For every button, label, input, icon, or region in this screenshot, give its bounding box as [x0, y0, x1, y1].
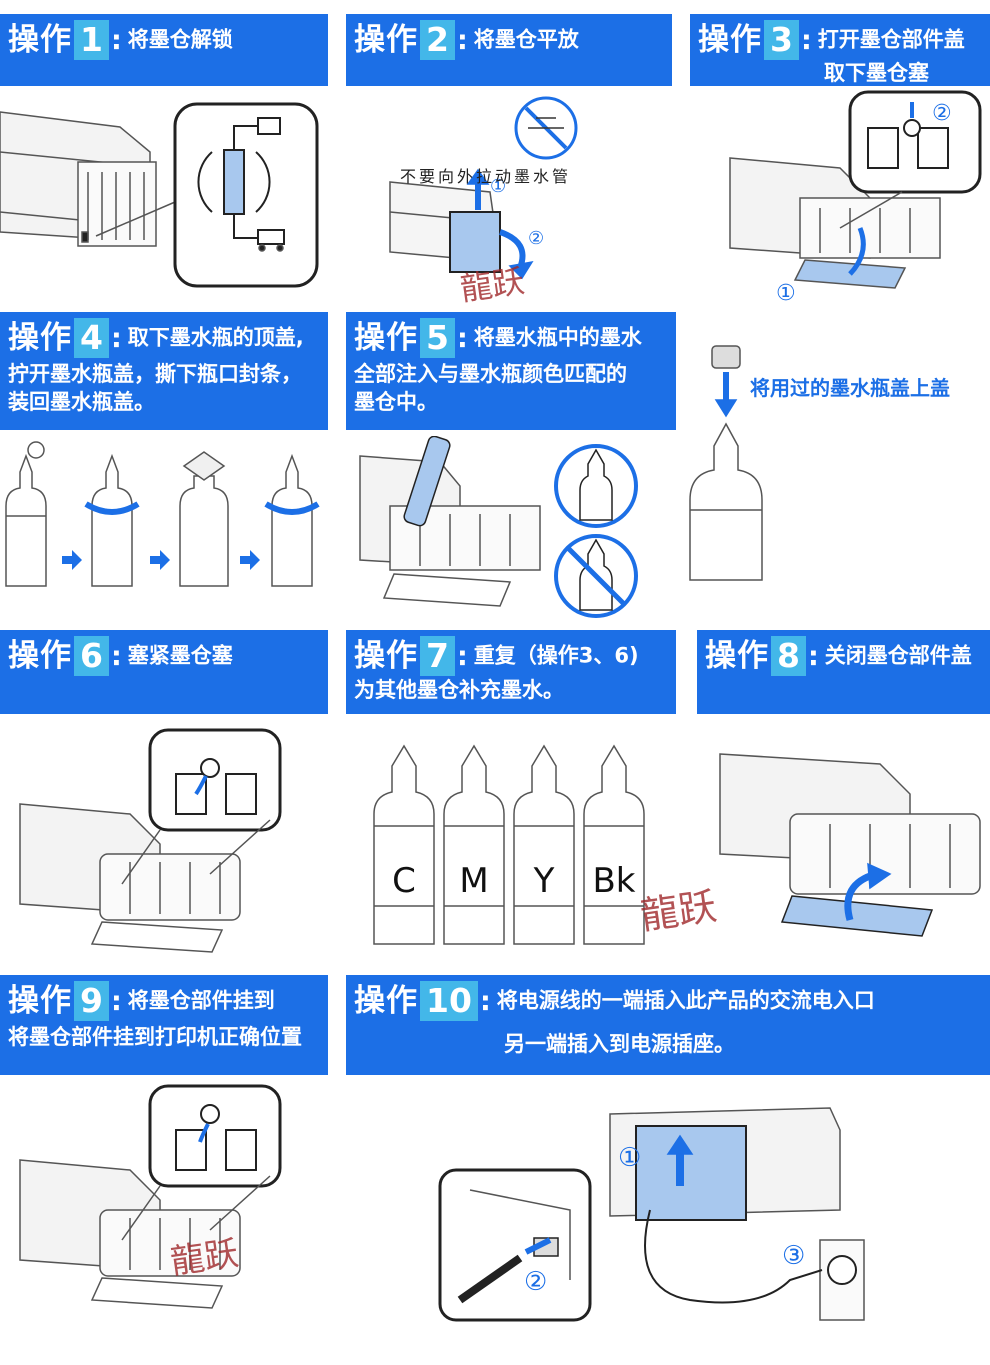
step-lead: 操作 — [698, 22, 762, 58]
bottle-bk — [583, 744, 645, 945]
step-text-line2: 另一端插入到电源插座。 — [504, 1032, 735, 1056]
recap-illustration — [689, 345, 763, 581]
step-number: 5 — [420, 318, 455, 359]
step-5-illustration — [359, 436, 638, 618]
step-text-line2: 为其他墨仓补充墨水。 — [354, 677, 564, 702]
bottle-1 — [5, 441, 47, 587]
step-text-line2: 取下墨仓塞 — [824, 61, 929, 85]
step-text: 将墨水瓶中的墨水 — [473, 325, 642, 350]
step-number: 8 — [771, 636, 806, 677]
step-4-illustration — [5, 441, 320, 587]
step-text-line2: 将墨仓部件挂到打印机正确位置 — [8, 1024, 302, 1049]
step-number: 2 — [420, 20, 455, 61]
step-number: 7 — [420, 636, 455, 677]
step-number: 6 — [74, 636, 109, 677]
step-lead: 操作 — [354, 983, 418, 1019]
step-number: 4 — [74, 318, 109, 359]
step-text: 取下墨水瓶的顶盖, — [127, 325, 304, 350]
step-number: 1 — [74, 20, 109, 61]
step-9-illustration — [19, 1084, 282, 1309]
step-10-illustration: ① ② ③ — [438, 1107, 865, 1322]
step-text: 塞紧墨仓塞 — [127, 643, 233, 668]
step-text: 将电源线的一端插入此产品的交流电入口 — [496, 988, 875, 1013]
step-text: 关闭墨仓部件盖 — [824, 643, 972, 668]
step-text: 将墨仓部件挂到 — [127, 988, 275, 1013]
step-1-illustration — [0, 102, 319, 288]
bottle-3 — [179, 451, 229, 587]
marker-1: ① — [776, 281, 796, 306]
watermark-2: 龍跃 — [637, 883, 720, 939]
step-number: 9 — [74, 981, 109, 1022]
step-text: 打开墨仓部件盖 — [817, 27, 965, 52]
step-lead: 操作 — [354, 22, 418, 58]
step-lead: 操作 — [354, 638, 418, 674]
step-lead: 操作 — [8, 320, 72, 356]
bottle-m — [443, 744, 505, 945]
step-text-line3: 装回墨水瓶盖。 — [8, 389, 155, 414]
step-lead: 操作 — [8, 22, 72, 58]
ink-label-c: C — [392, 861, 416, 901]
step-text-line3: 墨仓中。 — [354, 389, 438, 414]
bottle-c — [373, 744, 435, 945]
watermark-1: 龍跃 — [457, 261, 527, 309]
ink-label-y: Y — [533, 861, 555, 901]
step-7-illustration: C M Y Bk — [373, 744, 645, 945]
step-lead: 操作 — [8, 983, 72, 1019]
step-text-line2: 全部注入与墨水瓶颜色匹配的 — [354, 361, 627, 386]
recap-caption: 将用过的墨水瓶盖上盖 — [750, 376, 950, 400]
step-number: 10 — [420, 981, 478, 1022]
step-3-illustration: ② ① — [729, 90, 982, 306]
step-6-illustration — [19, 728, 282, 953]
bottle-4 — [264, 453, 320, 587]
marker-2: ② — [528, 228, 544, 249]
step-number: 3 — [764, 20, 799, 61]
no-pull-caption: 不要向外拉动墨水管 — [400, 167, 572, 186]
step-lead: 操作 — [354, 320, 418, 356]
step-text: 重复（操作3、6) — [473, 643, 639, 668]
watermark-3: 龍跃 — [168, 1233, 241, 1283]
step-text: 将墨仓平放 — [473, 27, 579, 52]
step-lead: 操作 — [705, 638, 769, 674]
ink-label-m: M — [459, 861, 488, 901]
marker-2: ② — [524, 1267, 547, 1297]
marker-2: ② — [932, 101, 952, 126]
step-8-illustration — [719, 753, 981, 937]
step-text-line2: 拧开墨水瓶盖，撕下瓶口封条， — [8, 361, 302, 386]
ink-label-bk: Bk — [592, 861, 635, 901]
bottle-2 — [84, 453, 140, 587]
step-lead: 操作 — [8, 638, 72, 674]
bottle-y — [513, 744, 575, 945]
step-text: 将墨仓解锁 — [127, 27, 233, 52]
step-2-illustration: ① ② — [389, 96, 578, 280]
marker-3: ③ — [782, 1241, 805, 1271]
marker-1: ① — [490, 176, 506, 197]
marker-1: ① — [618, 1143, 641, 1173]
